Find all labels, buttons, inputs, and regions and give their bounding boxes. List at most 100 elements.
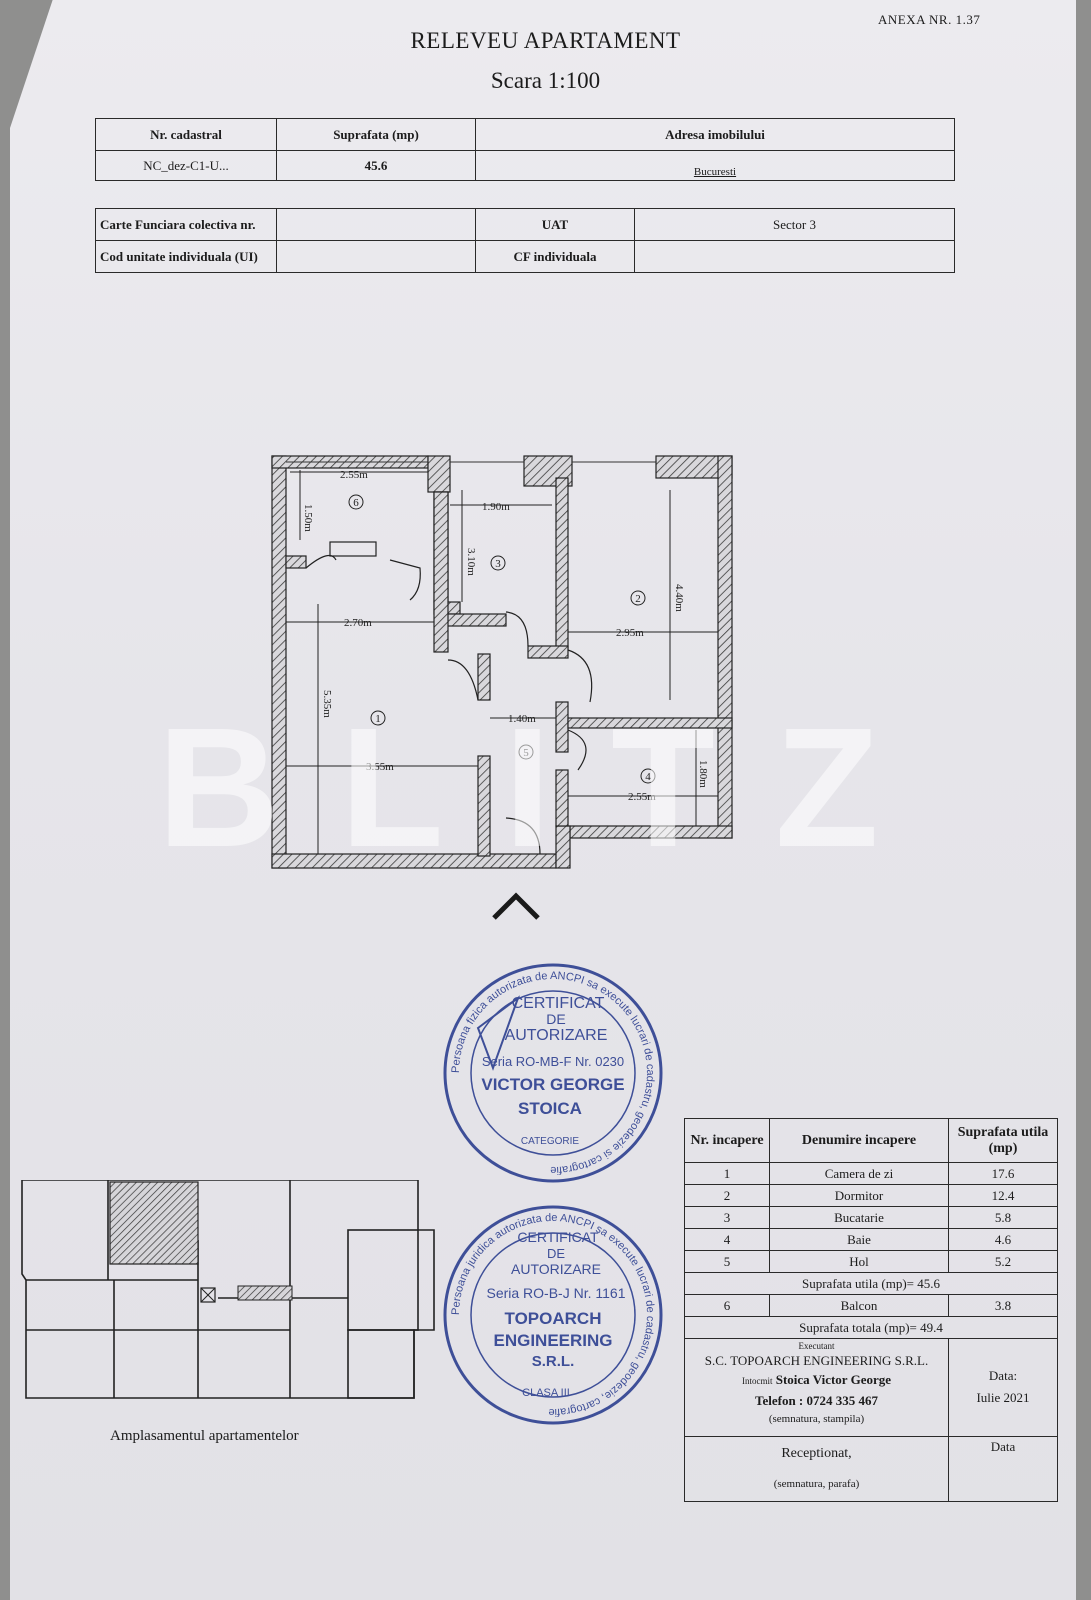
stamp1-line1: CERTIFICAT <box>512 995 605 1012</box>
dim-bath-depth: 1.80m <box>697 760 709 788</box>
room-name: Bucatarie <box>769 1206 949 1229</box>
stamp1-line2: DE <box>546 1011 565 1027</box>
apartment-location-marker <box>109 1181 199 1265</box>
room-number-5: 5 <box>523 747 529 759</box>
room-area: 5.2 <box>948 1250 1058 1273</box>
table-row: 6 Balcon 3.8 <box>684 1294 1058 1317</box>
stamp1-line6: STOICA <box>518 1099 582 1118</box>
rooms-header-name: Denumire incapere <box>769 1118 949 1163</box>
stamp2-line2: DE <box>547 1246 565 1261</box>
executant-label: Executant <box>798 1341 835 1351</box>
room-name: Hol <box>769 1250 949 1273</box>
signature-mark-icon <box>476 995 521 1071</box>
address-value: Bucuresti <box>475 150 955 181</box>
table-row: 1 Camera de zi 17.6 <box>684 1162 1058 1185</box>
rooms-header-area: Suprafata utila (mp) <box>948 1118 1058 1163</box>
location-plan <box>21 1180 435 1399</box>
signature-note: (semnatura, stampila) <box>768 1413 865 1425</box>
uat-label: UAT <box>475 208 635 241</box>
cadastral-table: Nr. cadastral Suprafata (mp) Adresa imob… <box>95 118 955 181</box>
stamp1-line4: Seria RO-MB-F Nr. 0230 <box>482 1054 624 1069</box>
room-nr: 1 <box>684 1162 770 1185</box>
date-label: Data: <box>988 1368 1018 1383</box>
rooms-header-nr: Nr. incapere <box>684 1118 770 1163</box>
room-area: 4.6 <box>948 1228 1058 1251</box>
entrance-arrow-icon <box>492 892 540 920</box>
stamp2-line6: ENGINEERING <box>493 1331 612 1350</box>
stamp2-line1: CERTIFICAT <box>517 1229 599 1245</box>
table-row: 4 Baie 4.6 <box>684 1228 1058 1251</box>
floor-plan: 2.55m 1.50m 1.90m 3.10m 4.40m 2.70m 2.95… <box>271 455 733 920</box>
radiator-icon <box>329 541 377 557</box>
watermark: BLITZ <box>157 693 939 883</box>
dim-kitchen-depth: 3.10m <box>465 548 477 576</box>
author-name: Stoica Victor George <box>775 1372 892 1387</box>
room-nr: 2 <box>684 1184 770 1207</box>
phone-number: Telefon : 0724 335 467 <box>754 1393 879 1408</box>
stamp1-line3: AUTORIZARE <box>505 1027 608 1044</box>
dim-living-lower-width: 3.55m <box>366 761 394 773</box>
table-row: 5 Hol 5.2 <box>684 1250 1058 1273</box>
room-area: 3.8 <box>948 1294 1058 1317</box>
usable-area-subtotal: Suprafata utila (mp)= 45.6 <box>684 1272 1058 1295</box>
room-name: Baie <box>769 1228 949 1251</box>
dim-bath-width: 2.55m <box>628 791 656 803</box>
dim-living-upper-width: 2.70m <box>344 617 372 629</box>
stamp1-line5: VICTOR GEORGE <box>481 1075 624 1094</box>
company-name: S.C. TOPOARCH ENGINEERING S.R.L. <box>704 1353 929 1368</box>
room-area: 12.4 <box>948 1184 1058 1207</box>
authorization-stamp-1: Persoana fizica autorizata de ANCPI sa e… <box>443 963 663 1183</box>
room-number-3: 3 <box>495 558 501 570</box>
room-nr: 3 <box>684 1206 770 1229</box>
dim-bedroom-depth: 4.40m <box>673 584 685 612</box>
stamp2-line7: S.R.L. <box>532 1353 575 1370</box>
executant-block: Executant S.C. TOPOARCH ENGINEERING S.R.… <box>684 1338 949 1437</box>
room-number-4: 4 <box>645 771 651 783</box>
room-number-2: 2 <box>635 593 641 605</box>
stamp2-line8: CLASA III <box>522 1387 570 1399</box>
elevator-icon <box>200 1287 216 1303</box>
stamp1-line7: CATEGORIE <box>521 1136 579 1147</box>
dim-balcony-width: 2.55m <box>340 469 368 481</box>
date-block: Data: Iulie 2021 <box>948 1338 1058 1437</box>
annex-number: ANEXA NR. 1.37 <box>878 12 981 27</box>
room-number-6: 6 <box>353 497 359 509</box>
total-area: Suprafata totala (mp)= 49.4 <box>684 1316 1058 1339</box>
dim-kitchen-width: 1.90m <box>482 501 510 513</box>
room-name: Dormitor <box>769 1184 949 1207</box>
cf-table: Carte Funciara colectiva nr. UAT Sector … <box>95 208 955 273</box>
scale-label: Scara 1:100 <box>490 68 601 93</box>
dim-bedroom-width: 2.95m <box>616 627 644 639</box>
stamp2-line5: TOPOARCH <box>505 1309 602 1328</box>
address-header: Adresa imobilului <box>475 118 955 151</box>
dim-hall-width: 1.40m <box>508 713 536 725</box>
room-name: Camera de zi <box>769 1162 949 1185</box>
cadastral-number-value: NC_dez-C1-U... <box>95 150 277 181</box>
receptionat-block: Receptionat, (semnatura, parafa) <box>684 1436 949 1502</box>
room-area: 17.6 <box>948 1162 1058 1185</box>
room-nr: 4 <box>684 1228 770 1251</box>
room-name: Balcon <box>769 1294 949 1317</box>
dim-living-depth: 5.35m <box>321 690 333 718</box>
dim-balcony-depth: 1.50m <box>302 504 314 532</box>
document-title: RELEVEU APARTAMENT <box>410 28 681 53</box>
received-note: (semnatura, parafa) <box>773 1478 860 1490</box>
table-row: 2 Dormitor 12.4 <box>684 1184 1058 1207</box>
stamp2-line4: Seria RO-B-J Nr. 1161 <box>486 1285 625 1301</box>
room-nr: 6 <box>684 1294 770 1317</box>
cf-individuala-label: CF individuala <box>475 240 635 273</box>
location-label: Amplasamentul apartamentelor <box>110 1428 299 1444</box>
received-label: Receptionat, <box>781 1446 852 1461</box>
authorization-stamp-2: Persoana juridica autorizata de ANCPI sa… <box>443 1205 663 1425</box>
room-nr: 5 <box>684 1250 770 1273</box>
cf-individuala-value <box>634 240 955 273</box>
room-number-1: 1 <box>375 713 381 725</box>
table-row: 3 Bucatarie 5.8 <box>684 1206 1058 1229</box>
rooms-table: Nr. incapere Denumire incapere Suprafata… <box>684 1118 1058 1502</box>
intocmit-label: Intocmit <box>741 1376 773 1386</box>
cod-unitate-value <box>276 240 476 273</box>
cod-unitate-label: Cod unitate individuala (UI) <box>95 240 277 273</box>
room-area: 5.8 <box>948 1206 1058 1229</box>
area-value: 45.6 <box>276 150 476 181</box>
uat-value: Sector 3 <box>634 208 955 241</box>
